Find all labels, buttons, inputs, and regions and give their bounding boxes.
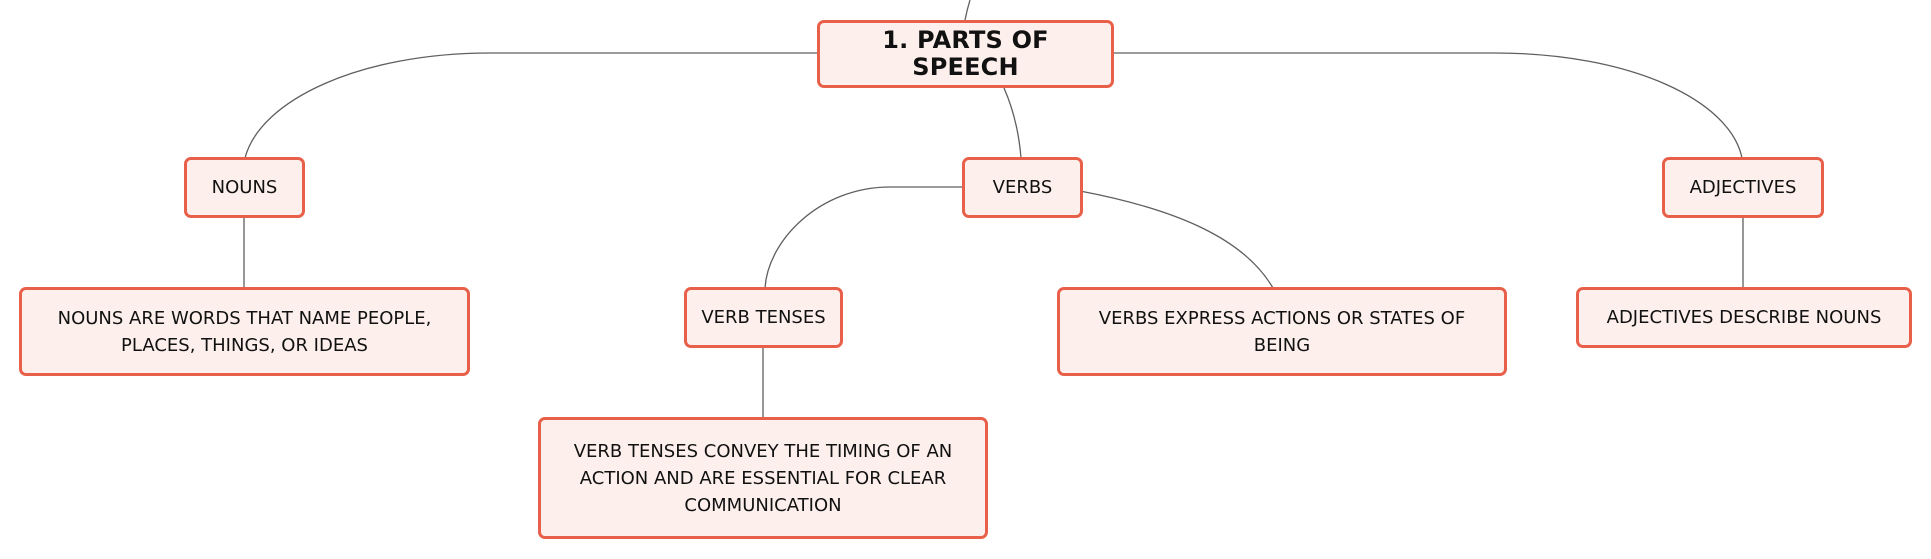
connector-root-to-verbs	[1003, 87, 1022, 159]
connector-root-to-nouns	[244, 52, 818, 159]
verb-tenses-node[interactable]: VERB TENSES	[684, 287, 843, 348]
nouns-definition-node[interactable]: NOUNS ARE WORDS THAT NAME PEOPLE, PLACES…	[19, 287, 470, 376]
verb-tenses-definition-node[interactable]: VERB TENSES CONVEY THE TIMING OF AN ACTI…	[538, 417, 988, 539]
root-topic-node[interactable]: 1. PARTS OF SPEECH	[817, 20, 1114, 88]
adjectives-definition-node[interactable]: ADJECTIVES DESCRIBE NOUNS	[1576, 287, 1912, 348]
connector-parent-to-root	[964, 0, 971, 21]
adjectives-node[interactable]: ADJECTIVES	[1662, 157, 1824, 218]
connector-root-to-adjectives	[1113, 52, 1743, 159]
connector-verbs-to-tenses	[764, 186, 963, 289]
verbs-definition-node[interactable]: VERBS EXPRESS ACTIONS OR STATES OF BEING	[1057, 287, 1507, 376]
nouns-node[interactable]: NOUNS	[184, 157, 305, 218]
connector-verbs-to-detail	[1079, 190, 1274, 289]
verbs-node[interactable]: VERBS	[962, 157, 1083, 218]
